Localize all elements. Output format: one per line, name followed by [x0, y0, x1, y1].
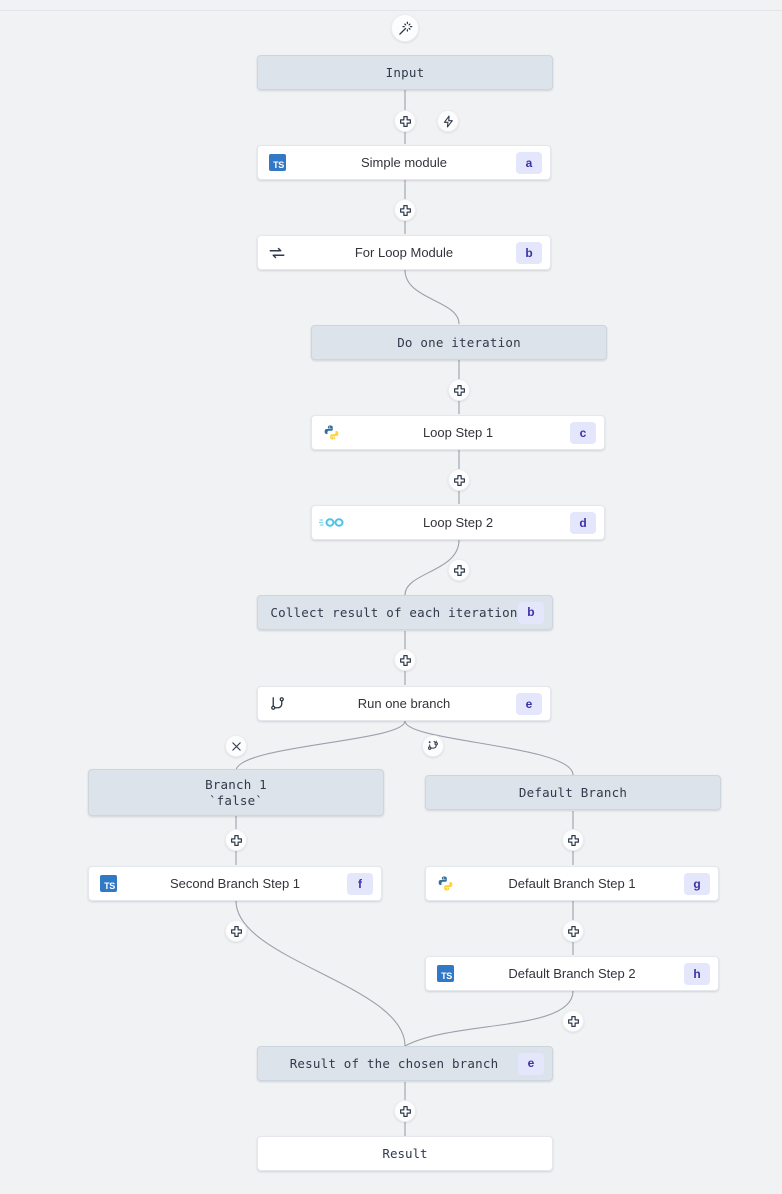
node-badge: a — [516, 151, 542, 174]
remove-branch-button[interactable] — [225, 735, 247, 757]
node-label: Input — [385, 64, 425, 80]
add-step-after-second-branch-step-1-button[interactable] — [225, 920, 247, 942]
add-step-after-loop-step-1-button[interactable] — [448, 469, 470, 491]
node-label: Default Branch — [518, 784, 628, 800]
plus-icon — [230, 925, 242, 937]
node-badge: h — [684, 962, 710, 985]
add-step-after-default-branch-step-1-button[interactable] — [562, 920, 584, 942]
node-label: For Loop Module — [354, 245, 454, 260]
magic-wand-icon — [398, 21, 412, 35]
node-label: Do one iteration — [397, 334, 521, 350]
plus-icon — [399, 654, 411, 666]
node-loop-step-1[interactable]: Loop Step 1 c — [311, 415, 605, 450]
node-badge: c — [570, 421, 596, 444]
add-step-after-simple-module-button[interactable] — [394, 199, 416, 221]
node-input[interactable]: Input — [257, 55, 553, 90]
node-default-branch[interactable]: Default Branch — [425, 775, 721, 810]
node-second-branch-step-1[interactable]: TS Second Branch Step 1 f — [88, 866, 382, 901]
node-label: Second Branch Step 1 — [169, 876, 301, 891]
plus-icon — [453, 384, 465, 396]
top-divider — [0, 10, 782, 11]
loop-icon — [268, 244, 286, 262]
lightning-bolt-icon — [443, 115, 453, 127]
plus-icon — [567, 1015, 579, 1027]
node-collect-result[interactable]: Collect result of each iteration b — [257, 595, 553, 630]
add-step-after-default-branch-step-2-button[interactable] — [562, 1010, 584, 1032]
node-label: Result of the chosen branch — [289, 1055, 499, 1071]
python-icon — [436, 875, 454, 893]
magic-wand-button[interactable] — [391, 14, 419, 42]
node-label: Default Branch Step 2 — [508, 966, 636, 981]
add-step-after-input-button[interactable] — [394, 110, 416, 132]
plus-icon — [399, 1105, 411, 1117]
node-label: Branch 1 `false` — [205, 776, 267, 808]
node-loop-step-2[interactable]: Loop Step 2 d — [311, 505, 605, 540]
typescript-icon: TS — [268, 154, 286, 172]
node-badge: b — [516, 241, 542, 264]
node-run-one-branch[interactable]: Run one branch e — [257, 686, 551, 721]
add-step-in-branch-1-button[interactable] — [225, 829, 247, 851]
node-badge: f — [347, 872, 373, 895]
plus-icon — [399, 204, 411, 216]
node-result[interactable]: Result — [257, 1136, 553, 1171]
node-default-branch-step-1[interactable]: Default Branch Step 1 g — [425, 866, 719, 901]
node-badge: e — [518, 1052, 544, 1075]
node-label: Result — [382, 1146, 428, 1161]
plus-icon — [567, 925, 579, 937]
node-label: Collect result of each iteration — [270, 604, 518, 620]
python-icon — [322, 424, 340, 442]
node-label: Default Branch Step 1 — [508, 876, 636, 891]
plus-icon — [453, 564, 465, 576]
go-icon — [319, 514, 345, 532]
add-step-after-loop-step-2-button[interactable] — [448, 559, 470, 581]
node-badge: g — [684, 872, 710, 895]
node-badge: d — [570, 511, 596, 534]
node-badge: e — [516, 692, 542, 715]
node-label: Run one branch — [357, 696, 451, 711]
node-label: Loop Step 2 — [422, 515, 494, 530]
node-result-of-chosen-branch[interactable]: Result of the chosen branch e — [257, 1046, 553, 1081]
add-step-in-loop-button[interactable] — [448, 379, 470, 401]
plus-icon — [567, 834, 579, 846]
node-branch-1[interactable]: Branch 1 `false` — [88, 769, 384, 816]
branch-icon — [268, 695, 286, 713]
add-step-after-chosen-result-button[interactable] — [394, 1100, 416, 1122]
plus-icon — [230, 834, 242, 846]
close-icon — [231, 741, 241, 751]
trigger-button[interactable] — [437, 110, 459, 132]
add-branch-button[interactable] — [422, 735, 444, 757]
node-do-one-iteration[interactable]: Do one iteration — [311, 325, 607, 360]
node-badge: b — [518, 601, 544, 624]
typescript-icon: TS — [436, 965, 454, 983]
add-step-after-collect-button[interactable] — [394, 649, 416, 671]
node-for-loop-module[interactable]: For Loop Module b — [257, 235, 551, 270]
typescript-icon: TS — [99, 875, 117, 893]
node-label: Loop Step 1 — [422, 425, 494, 440]
git-branch-plus-icon — [427, 740, 438, 750]
node-label: Simple module — [361, 155, 447, 170]
node-default-branch-step-2[interactable]: TS Default Branch Step 2 h — [425, 956, 719, 991]
node-simple-module[interactable]: TS Simple module a — [257, 145, 551, 180]
plus-icon — [453, 474, 465, 486]
plus-icon — [399, 115, 411, 127]
add-step-in-default-branch-button[interactable] — [562, 829, 584, 851]
